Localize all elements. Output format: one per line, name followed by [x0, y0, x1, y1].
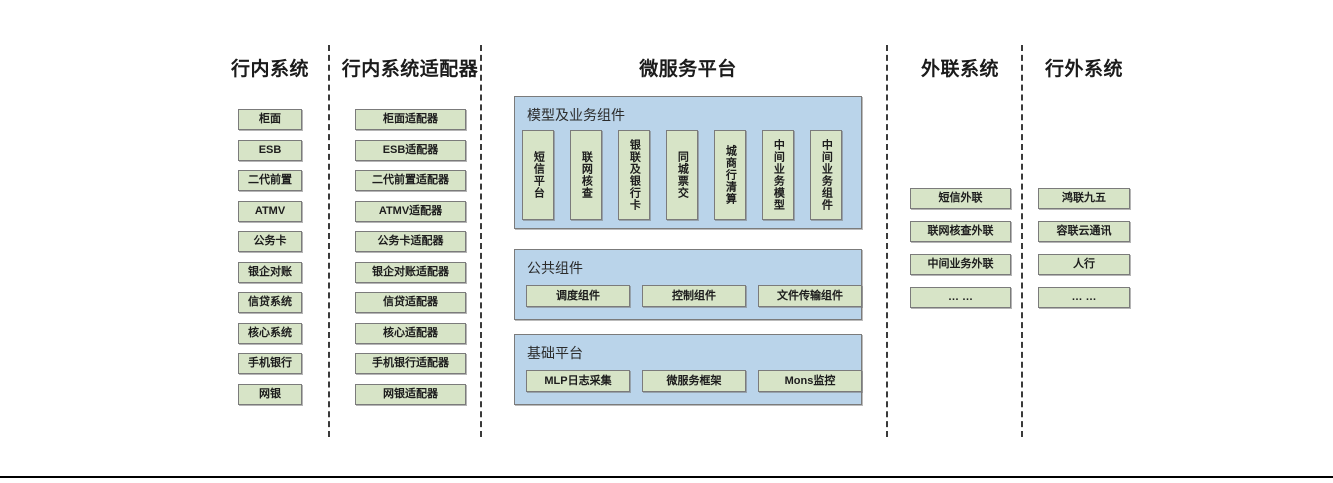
node-in_bank_adapters-银企对账适配器[interactable]: 银企对账适配器: [355, 261, 466, 283]
node-model_business_components-同城票交[interactable]: 同城票交: [666, 130, 698, 220]
column-title-in_bank_systems: 行内系统: [230, 59, 309, 80]
node-base_platform-Mons监控[interactable]: Mons监控: [758, 370, 862, 392]
node-in_bank_adapters-网银适配器[interactable]: 网银适配器: [355, 383, 466, 405]
node-public_components-调度组件[interactable]: 调度组件: [526, 285, 630, 307]
separator-2: [480, 45, 482, 437]
panel-title-public_components: 公共组件: [527, 260, 583, 276]
column-title-out_bank_systems: 行外系统: [1044, 59, 1123, 80]
node-in_bank_adapters-ESB适配器[interactable]: ESB适配器: [355, 139, 466, 161]
node-model_business_components-短信平台[interactable]: 短信平台: [522, 130, 554, 220]
separator-3: [886, 45, 888, 437]
node-external_link_systems-短信外联[interactable]: 短信外联: [910, 188, 1011, 209]
node-in_bank_systems-网银[interactable]: 网银: [238, 383, 302, 405]
panel-title-model_business_components: 模型及业务组件: [527, 107, 625, 123]
separator-4: [1021, 45, 1023, 437]
node-model_business_components-中间业务模型[interactable]: 中间业务模型: [762, 130, 794, 220]
node-public_components-文件传输组件[interactable]: 文件传输组件: [758, 285, 862, 307]
node-model_business_components-城商行清算[interactable]: 城商行清算: [714, 130, 746, 220]
node-base_platform-微服务框架[interactable]: 微服务框架: [642, 370, 746, 392]
column-title-in_bank_adapters: 行内系统适配器: [341, 59, 479, 80]
node-in_bank_systems-ESB[interactable]: ESB: [238, 139, 302, 161]
node-in_bank_systems-公务卡[interactable]: 公务卡: [238, 231, 302, 252]
node-in_bank_adapters-ATMV适配器[interactable]: ATMV适配器: [355, 200, 466, 222]
node-base_platform-MLP日志采集[interactable]: MLP日志采集: [526, 370, 630, 392]
node-in_bank_adapters-柜面适配器[interactable]: 柜面适配器: [355, 109, 466, 130]
node-in_bank_systems-柜面[interactable]: 柜面: [238, 109, 302, 130]
node-in_bank_systems-手机银行[interactable]: 手机银行: [238, 353, 302, 374]
bottom-divider: [0, 476, 1333, 478]
node-in_bank_adapters-公务卡适配器[interactable]: 公务卡适配器: [355, 231, 466, 252]
column-title-external_link_systems: 外联系统: [920, 59, 999, 80]
node-model_business_components-中间业务组件[interactable]: 中间业务组件: [810, 130, 842, 220]
separator-1: [328, 45, 330, 437]
node-model_business_components-银联及银行卡[interactable]: 银联及银行卡: [618, 130, 650, 220]
panel-public_components: 公共组件: [514, 249, 862, 320]
node-in_bank_systems-核心系统[interactable]: 核心系统: [238, 322, 302, 344]
node-model_business_components-联网核查[interactable]: 联网核查: [570, 130, 602, 220]
node-external_link_systems--[interactable]: … …: [910, 287, 1011, 308]
node-out_bank_systems--[interactable]: … …: [1038, 287, 1130, 308]
node-in_bank_systems-信贷系统[interactable]: 信贷系统: [238, 292, 302, 313]
panel-base_platform: 基础平台: [514, 334, 862, 405]
node-public_components-控制组件[interactable]: 控制组件: [642, 285, 746, 307]
node-in_bank_adapters-信贷适配器[interactable]: 信贷适配器: [355, 292, 466, 313]
node-out_bank_systems-容联云通讯[interactable]: 容联云通讯: [1038, 221, 1130, 242]
node-in_bank_systems-银企对账[interactable]: 银企对账: [238, 261, 302, 283]
node-external_link_systems-中间业务外联[interactable]: 中间业务外联: [910, 254, 1011, 275]
node-in_bank_systems-二代前置[interactable]: 二代前置: [238, 170, 302, 191]
node-in_bank_adapters-二代前置适配器[interactable]: 二代前置适配器: [355, 170, 466, 191]
node-in_bank_systems-ATMV[interactable]: ATMV: [238, 200, 302, 222]
panel-title-base_platform: 基础平台: [527, 345, 583, 361]
column-title-microservice-platform: 微服务平台: [639, 59, 737, 80]
node-out_bank_systems-人行[interactable]: 人行: [1038, 254, 1130, 275]
node-external_link_systems-联网核查外联[interactable]: 联网核查外联: [910, 221, 1011, 242]
node-in_bank_adapters-手机银行适配器[interactable]: 手机银行适配器: [355, 353, 466, 374]
node-in_bank_adapters-核心适配器[interactable]: 核心适配器: [355, 322, 466, 344]
node-out_bank_systems-鸿联九五[interactable]: 鸿联九五: [1038, 188, 1130, 209]
